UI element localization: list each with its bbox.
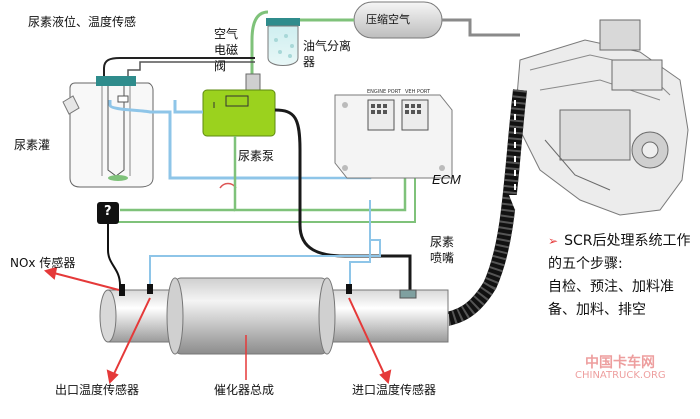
nox-probe <box>119 284 125 296</box>
label-inlet-temp-sensor: 进口温度传感器 <box>352 383 437 397</box>
air-line-separator-valve <box>250 10 269 75</box>
label-ecm: ECM <box>432 172 461 187</box>
bullet-arrow-icon: ➢ <box>548 234 559 248</box>
ecm-unit <box>334 94 453 179</box>
label-ecm-port-left: ENGINE PORT <box>367 89 401 95</box>
side-heading: ➢SCR后处理系统工作的五个步骤: <box>548 230 698 276</box>
air-line-engine <box>442 18 520 37</box>
watermark-en: CHINATRUCK.ORG <box>575 370 666 381</box>
label-outlet-temp-sensor: 出口温度传感器 <box>55 383 140 397</box>
exhaust-pipe <box>99 277 449 355</box>
question-mark-icon: ? <box>104 204 112 219</box>
urea-pump <box>202 89 276 137</box>
watermark-cn: 中国卡车网 <box>585 355 655 371</box>
outlet-temp-probe <box>147 284 153 294</box>
engine <box>514 19 689 216</box>
label-catalyst-assembly: 催化器总成 <box>214 383 275 397</box>
label-urea-nozzle: 尿素喷嘴 <box>430 235 455 265</box>
label-level-temp-sensor: 尿素液位、温度传感 <box>28 15 137 29</box>
label-compressed-air: 压缩空气 <box>366 13 410 26</box>
inlet-temp-probe <box>346 284 352 294</box>
urea-nozzle <box>399 289 417 299</box>
nox-sensor-module <box>97 202 121 286</box>
label-oil-air-separator: 油气分离器 <box>303 39 352 69</box>
label-urea-pump: 尿素泵 <box>238 149 275 163</box>
label-urea-tank: 尿素灌 <box>14 138 51 152</box>
label-nox-sensor: NOx 传感器 <box>10 256 76 270</box>
oil-air-separator <box>266 18 300 66</box>
label-solenoid-valve: 空气电磁阀 <box>214 27 239 73</box>
callout-arrows <box>43 266 392 385</box>
side-text-panel: ➢SCR后处理系统工作的五个步骤: 自检、预注、加料准备、加料、排空 <box>548 230 698 322</box>
urea-tank <box>62 76 154 188</box>
side-steps: 自检、预注、加料准备、加料、排空 <box>548 279 674 318</box>
label-ecm-port-right: VEH PORT <box>405 89 431 95</box>
side-heading-text: SCR后处理系统工作的五个步骤: <box>548 233 691 272</box>
